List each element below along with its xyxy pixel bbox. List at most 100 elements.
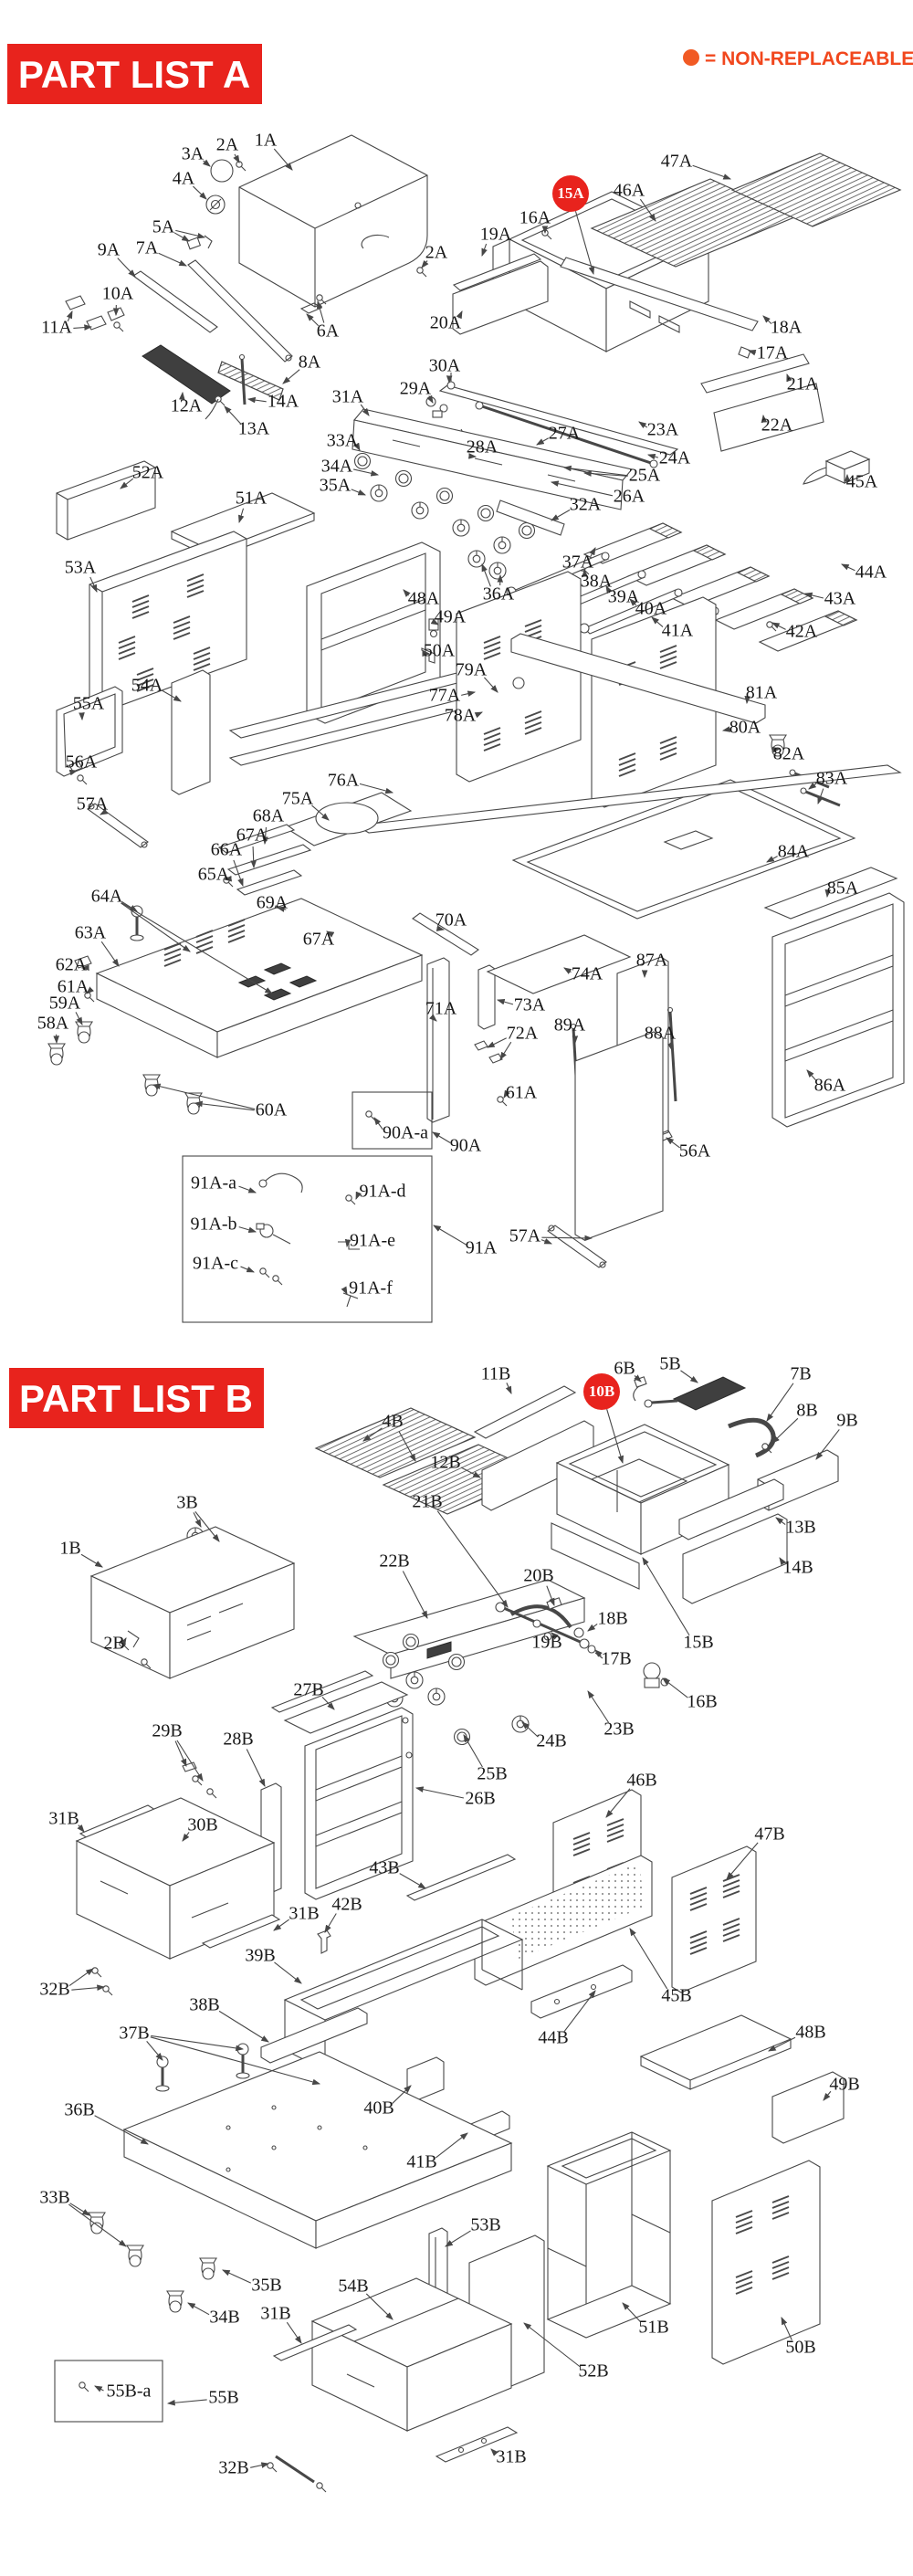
part-label-85a: 85A (827, 878, 859, 899)
part-label-45a: 45A (846, 472, 878, 492)
part-label-3a: 3A (182, 144, 205, 164)
part-list-a-header: PART LIST A (7, 44, 262, 104)
chassis-frame-b-drawing (91, 1919, 845, 2146)
part-label-91a-c: 91A-c (193, 1254, 238, 1274)
part-label-84a: 84A (778, 842, 810, 862)
part-label-31b: 31B (289, 1904, 319, 1924)
part-label-16a: 16A (519, 208, 551, 228)
part-label-69a: 69A (257, 893, 289, 913)
part-label-34a: 34A (321, 457, 353, 477)
non-replaceable-badge-15a (552, 175, 589, 212)
part-label-75a: 75A (282, 789, 314, 809)
part-label-41b: 41B (406, 2152, 436, 2172)
cart-b-drawing (54, 2131, 821, 2493)
part-label-57a: 57A (509, 1226, 541, 1246)
part-label-23a: 23A (647, 420, 679, 440)
part-label-72a: 72A (507, 1024, 539, 1044)
part-label-7b: 7B (790, 1364, 811, 1384)
part-label-52a: 52A (132, 463, 164, 483)
part-label-54a: 54A (131, 676, 163, 696)
part-label-8b: 8B (796, 1401, 817, 1421)
part-label-56a: 56A (679, 1141, 711, 1162)
part-label-4a: 4A (173, 169, 195, 189)
part-label-38b: 38B (189, 1995, 219, 2015)
non-replaceable-label-10b: 10B (589, 1383, 614, 1400)
part-label-39b: 39B (245, 1946, 275, 1966)
part-label-80a: 80A (729, 718, 761, 738)
cooking-grates-a-drawing (590, 152, 902, 268)
part-label-52b: 52B (578, 2361, 608, 2381)
part-label-43b: 43B (369, 1858, 399, 1878)
part-label-55b-a: 55B-a (107, 2381, 152, 2402)
hood-lid-drawing (186, 134, 428, 308)
control-panel-b-drawing (270, 1579, 669, 1746)
part-label-73a: 73A (514, 995, 546, 1015)
part-label-11b: 11B (481, 1364, 511, 1384)
part-label-13a: 13A (238, 419, 270, 439)
part-label-59a: 59A (49, 994, 81, 1014)
part-label-28a: 28A (467, 437, 498, 457)
part-label-15b: 15B (683, 1633, 713, 1653)
part-label-48a: 48A (408, 589, 440, 609)
part-label-33b: 33B (39, 2188, 69, 2208)
part-label-67a: 67A (236, 825, 268, 846)
part-label-87a: 87A (636, 951, 668, 971)
part-label-57a: 57A (77, 794, 109, 815)
part-label-21b: 21B (412, 1492, 442, 1512)
part-label-26a: 26A (614, 487, 645, 507)
part-label-81a: 81A (746, 683, 778, 703)
part-label-60a: 60A (256, 1100, 288, 1120)
part-label-49a: 49A (435, 607, 467, 627)
part-label-55a: 55A (73, 694, 105, 714)
part-label-5a: 5A (152, 217, 175, 237)
part-label-91a-f: 91A-f (349, 1278, 393, 1299)
part-label-91a: 91A (466, 1238, 498, 1258)
part-label-67a: 67A (303, 930, 335, 950)
part-label-90a-a: 90A-a (383, 1123, 428, 1143)
part-label-36a: 36A (483, 584, 515, 605)
part-label-4b: 4B (382, 1412, 403, 1432)
part-label-8a: 8A (299, 352, 321, 373)
part-label-91a-d: 91A-d (359, 1182, 405, 1202)
part-label-41a: 41A (662, 621, 694, 641)
part-label-50b: 50B (785, 2338, 815, 2358)
part-label-19b: 19B (531, 1633, 561, 1653)
part-label-49b: 49B (829, 2075, 859, 2095)
part-label-48b: 48B (795, 2023, 825, 2043)
part-label-14b: 14B (782, 1558, 813, 1578)
part-label-23b: 23B (603, 1719, 634, 1740)
part-label-30b: 30B (187, 1815, 217, 1835)
part-label-16b: 16B (687, 1692, 717, 1712)
part-label-50a: 50A (424, 641, 456, 661)
firebox-b-drawing (473, 1376, 839, 1604)
part-label-2b: 2B (103, 1634, 124, 1654)
part-label-5b: 5B (659, 1354, 680, 1374)
burner-grate-a-drawing (142, 344, 247, 420)
part-label-6a: 6A (317, 321, 340, 342)
part-label-45b: 45B (661, 1986, 691, 2006)
part-label-28b: 28B (223, 1730, 253, 1750)
part-list-b-title: PART LIST B (19, 1377, 253, 1420)
part-label-13b: 13B (785, 1518, 815, 1538)
part-label-79a: 79A (456, 660, 488, 680)
part-label-43a: 43A (824, 589, 856, 609)
part-label-35a: 35A (320, 476, 352, 496)
part-label-91a-b: 91A-b (190, 1214, 236, 1235)
part-label-24b: 24B (536, 1731, 566, 1751)
non-replaceable-dot-icon (683, 49, 699, 66)
control-panel-a-drawing (352, 408, 633, 580)
part-label-54b: 54B (338, 2276, 368, 2297)
part-label-12a: 12A (171, 396, 203, 416)
part-label-47a: 47A (661, 152, 693, 172)
part-label-37b: 37B (119, 2024, 149, 2044)
part-label-65a: 65A (198, 865, 230, 885)
part-label-42a: 42A (786, 622, 818, 642)
part-label-76a: 76A (328, 771, 360, 791)
part-label-12b: 12B (430, 1453, 460, 1473)
side-shelf-b-drawing (89, 1526, 296, 1679)
part-label-82a: 82A (773, 744, 805, 764)
part-label-91a-a: 91A-a (191, 1173, 236, 1193)
part-label-46a: 46A (614, 181, 645, 201)
part-label-9a: 9A (98, 240, 121, 260)
